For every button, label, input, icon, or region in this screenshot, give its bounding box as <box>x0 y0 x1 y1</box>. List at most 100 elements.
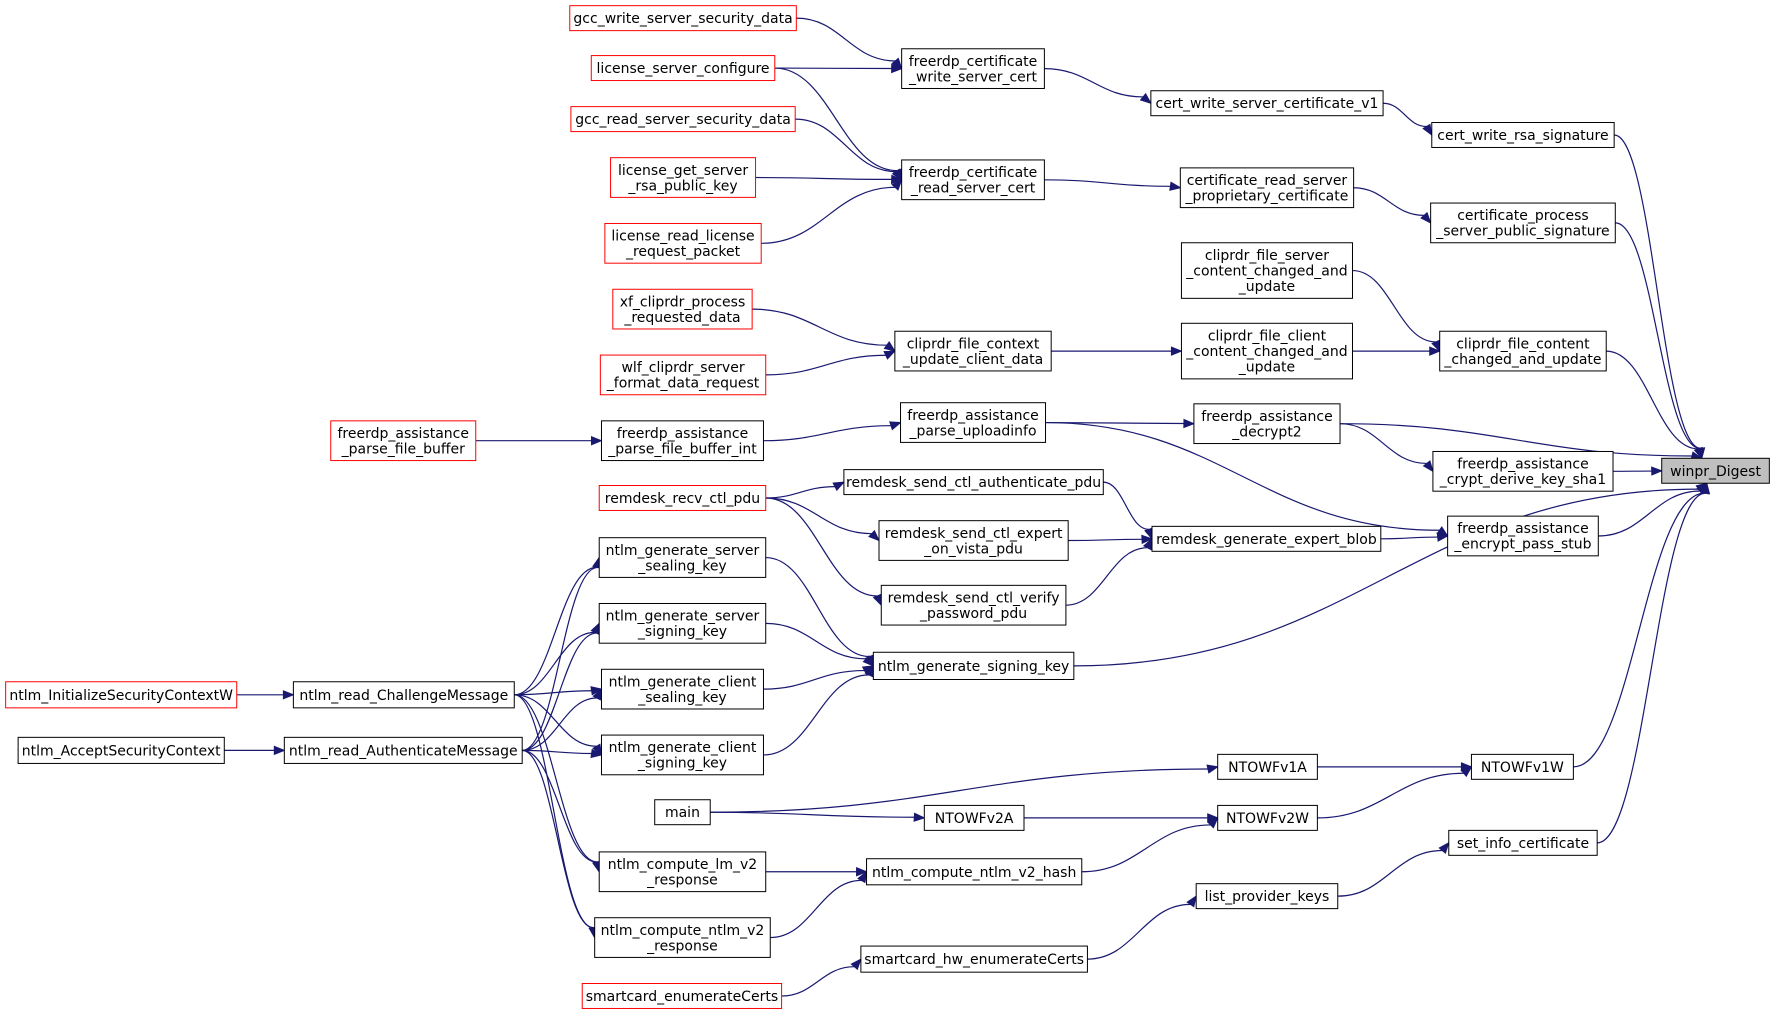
node-ntlm-initializesecuritycontextw[interactable]: ntlm_InitializeSecurityContextW <box>5 681 238 709</box>
edge-line <box>765 354 886 376</box>
node-box <box>654 799 711 826</box>
node-winpr-digest[interactable]: winpr_Digest <box>1661 457 1770 484</box>
node-label: _signing_key <box>637 756 727 772</box>
node-remdesk-send-ctl-authenticate-pdu[interactable]: remdesk_send_ctl_authenticate_pdu <box>843 469 1104 496</box>
edge-cliprdr-file-content-changed-and-update-to-winpr-digest <box>1606 350 1703 460</box>
node-label: ntlm_generate_client <box>609 740 757 756</box>
node-label: ntlm_generate_client <box>609 674 757 690</box>
node-ntlm-read-challengemessage[interactable]: ntlm_read_ChallengeMessage <box>292 681 515 709</box>
edge-line <box>514 566 597 696</box>
node-remdesk-send-ctl-verify-password-pdu[interactable]: remdesk_send_ctl_verify_password_pdu <box>880 584 1067 626</box>
node-box <box>843 469 1104 496</box>
node-freerdp-certificate-write-server-cert[interactable]: freerdp_certificate_write_server_cert <box>901 48 1045 89</box>
node-list-provider-keys[interactable]: list_provider_keys <box>1195 883 1339 910</box>
edge-line <box>781 966 855 997</box>
edge-arrowhead <box>913 812 926 822</box>
node-smartcard-enumeratecerts[interactable]: smartcard_enumerateCerts <box>581 983 783 1009</box>
edge-remdesk-send-ctl-verify-password-pdu-to-remdesk-generate-expert-blob <box>1065 537 1153 606</box>
node-remdesk-send-ctl-expert-on-vista-pdu[interactable]: remdesk_send_ctl_expert_on_vista_pdu <box>878 520 1069 561</box>
edge-arrowhead <box>282 690 295 700</box>
node-ntlm-read-authenticatemessage[interactable]: ntlm_read_AuthenticateMessage <box>283 736 523 764</box>
node-xf-cliprdr-process-requested-data[interactable]: xf_cliprdr_process_requested_data <box>612 288 753 330</box>
edge-license-server-configure-to-freerdp-certificate-write-server-cert <box>774 63 904 74</box>
edge-ntlm-compute-ntlm-v2-response-to-ntlm-compute-ntlm-v2-hash <box>770 870 868 939</box>
node-ntlm-acceptsecuritycontext[interactable]: ntlm_AcceptSecurityContext <box>17 736 225 764</box>
node-cert-write-server-certificate-v1[interactable]: cert_write_server_certificate_v1 <box>1150 90 1384 117</box>
node-main[interactable]: main <box>654 799 711 826</box>
node-ntlm-generate-server-signing-key[interactable]: ntlm_generate_server_signing_key <box>598 602 767 644</box>
node-gcc-write-server-security-data[interactable]: gcc_write_server_security_data <box>569 5 797 32</box>
node-label: _decrypt2 <box>1231 424 1302 440</box>
edge-xf-cliprdr-process-requested-data-to-cliprdr-file-context-update-client-data <box>752 308 896 352</box>
edge-arrowhead <box>1460 765 1473 778</box>
node-ntowfv2w[interactable]: NTOWFv2W <box>1217 804 1318 831</box>
node-freerdp-assistance-encrypt-pass-stub[interactable]: freerdp_assistance_encrypt_pass_stub <box>1447 515 1599 557</box>
node-freerdp-assistance-parse-uploadinfo[interactable]: freerdp_assistance_parse_uploadinfo <box>900 402 1047 443</box>
node-set-info-certificate[interactable]: set_info_certificate <box>1448 829 1598 856</box>
node-label: _server_public_signature <box>1435 224 1609 240</box>
edge-line <box>763 674 869 756</box>
edge-arrowhead <box>856 867 868 877</box>
edge-line <box>1337 849 1443 897</box>
node-cliprdr-file-context-update-client-data[interactable]: cliprdr_file_context_update_client_data <box>894 330 1052 372</box>
node-ntlm-generate-client-signing-key[interactable]: ntlm_generate_client_signing_key <box>600 734 764 776</box>
edge-remdesk-recv-ctl-pdu-to-remdesk-send-ctl-expert-on-vista-pdu <box>765 497 880 542</box>
node-label: ntlm_compute_ntlm_v2_hash <box>872 865 1076 881</box>
edge-remdesk-generate-expert-blob-to-freerdp-assistance-encrypt-pass-stub <box>1380 532 1449 542</box>
node-ntowfv2a[interactable]: NTOWFv2A <box>923 804 1025 831</box>
node-license-get-server-rsa-public-key[interactable]: license_get_server_rsa_public_key <box>610 157 757 198</box>
node-label: _update <box>1238 360 1295 376</box>
edge-arrowhead <box>883 341 896 352</box>
node-wlf-cliprdr-server-format-data-request[interactable]: wlf_cliprdr_server_format_data_request <box>599 354 767 396</box>
node-freerdp-assistance-crypt-derive-key-sha1[interactable]: freerdp_assistance_crypt_derive_key_sha1 <box>1432 450 1614 492</box>
node-certificate-process-server-public-signature[interactable]: certificate_process_server_public_signat… <box>1430 202 1616 244</box>
node-freerdp-certificate-read-server-cert[interactable]: freerdp_certificate_read_server_cert <box>901 159 1045 201</box>
node-license-read-license-request-packet[interactable]: license_read_license_request_packet <box>604 222 762 264</box>
node-cliprdr-file-server-content-changed-and-update[interactable]: cliprdr_file_server_content_changed_and_… <box>1180 242 1353 299</box>
node-ntowfv1a[interactable]: NTOWFv1A <box>1217 753 1318 780</box>
node-cert-write-rsa-signature[interactable]: cert_write_rsa_signature <box>1431 122 1615 148</box>
edge-arrowhead <box>1141 534 1154 545</box>
edge-line <box>1606 350 1699 450</box>
node-ntlm-compute-ntlm-v2-response[interactable]: ntlm_compute_ntlm_v2_response <box>594 917 771 958</box>
node-ntowfv1w[interactable]: NTOWFv1W <box>1470 753 1574 780</box>
node-certificate-read-server-proprietary-certificate[interactable]: certificate_read_server_proprietary_cert… <box>1179 167 1355 209</box>
node-cliprdr-file-content-changed-and-update[interactable]: cliprdr_file_content_changed_and_update <box>1439 330 1607 372</box>
node-smartcard-hw-enumeratecerts[interactable]: smartcard_hw_enumerateCerts <box>860 945 1088 973</box>
node-cliprdr-file-client-content-changed-and-update[interactable]: cliprdr_file_client_content_changed_and_… <box>1180 322 1353 380</box>
node-ntlm-generate-signing-key[interactable]: ntlm_generate_signing_key <box>872 651 1075 680</box>
node-ntlm-generate-server-sealing-key[interactable]: ntlm_generate_server_sealing_key <box>598 537 767 578</box>
node-ntlm-compute-lm-v2-response[interactable]: ntlm_compute_lm_v2_response <box>598 851 767 893</box>
node-label: freerdp_assistance <box>338 426 470 442</box>
node-gcc-read-server-security-data[interactable]: gcc_read_server_security_data <box>570 106 796 133</box>
node-label: freerdp_certificate <box>909 165 1038 181</box>
node-freerdp-assistance-decrypt2[interactable]: freerdp_assistance_decrypt2 <box>1193 403 1341 445</box>
edge-ntlm-read-challengemessage-to-ntlm-generate-server-sealing-key <box>514 556 602 696</box>
node-label: cert_write_rsa_signature <box>1437 128 1608 144</box>
node-label: _proprietary_certificate <box>1185 188 1349 204</box>
edge-ntlm-read-authenticatemessage-to-ntlm-generate-client-sealing-key <box>522 687 603 751</box>
edge-line <box>1353 187 1425 216</box>
node-label: _content_changed_and <box>1185 344 1347 360</box>
edge-line <box>1352 269 1436 343</box>
node-freerdp-assistance-parse-file-buffer[interactable]: freerdp_assistance_parse_file_buffer <box>330 420 477 462</box>
edge-line <box>1317 772 1464 819</box>
node-box <box>594 917 771 958</box>
node-box <box>569 5 797 32</box>
node-ntlm-compute-ntlm-v2-hash[interactable]: ntlm_compute_ntlm_v2_hash <box>866 858 1083 886</box>
node-box <box>923 804 1025 831</box>
node-remdesk-recv-ctl-pdu[interactable]: remdesk_recv_ctl_pdu <box>598 485 767 511</box>
node-label: remdesk_recv_ctl_pdu <box>605 491 760 507</box>
edge-line <box>1573 492 1705 768</box>
node-label: _sealing_key <box>637 558 727 574</box>
node-label: _parse_uploadinfo <box>908 423 1036 439</box>
edge-line <box>1340 423 1427 465</box>
node-label: license_get_server <box>618 163 748 179</box>
node-freerdp-assistance-parse-file-buffer-int[interactable]: freerdp_assistance_parse_file_buffer_int <box>600 420 764 462</box>
node-box <box>330 420 477 462</box>
node-box <box>1180 242 1353 299</box>
edge-arrowhead <box>1700 481 1711 495</box>
node-remdesk-generate-expert-blob[interactable]: remdesk_generate_expert_blob <box>1151 525 1382 552</box>
node-license-server-configure[interactable]: license_server_configure <box>590 55 776 82</box>
node-ntlm-generate-client-sealing-key[interactable]: ntlm_generate_client_sealing_key <box>600 668 764 710</box>
